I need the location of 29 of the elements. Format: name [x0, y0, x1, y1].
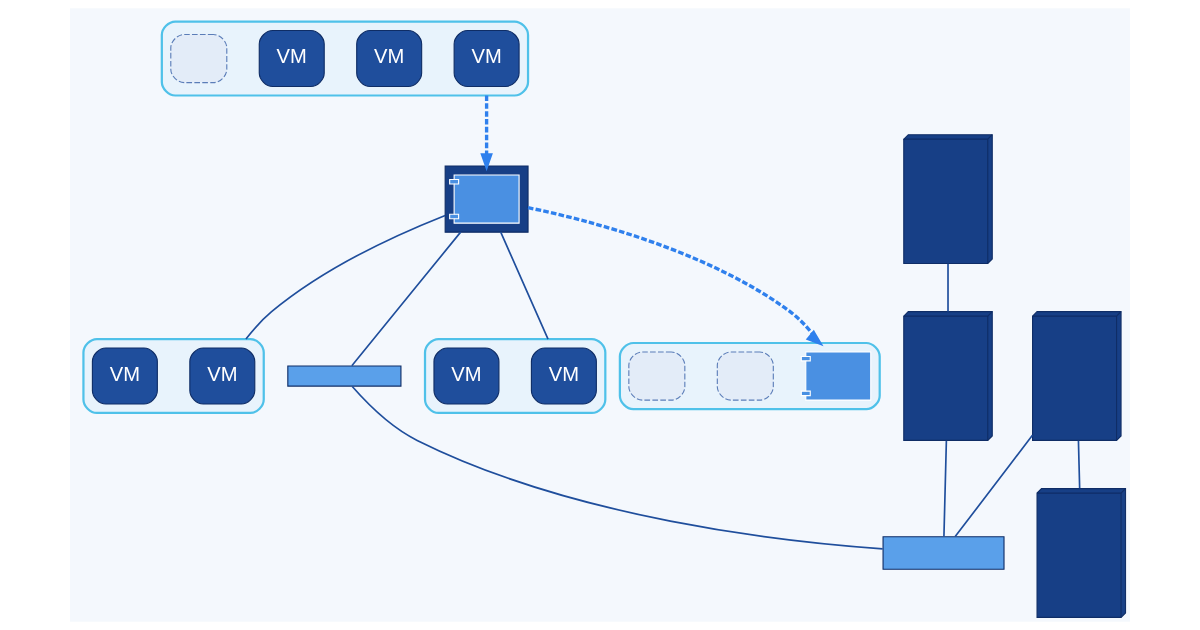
node-box: VM — [530, 347, 597, 405]
node-bar — [287, 365, 402, 387]
connector — [954, 434, 1034, 538]
node-box: VM — [433, 347, 500, 405]
node-box: VM — [189, 347, 256, 405]
cluster — [618, 341, 881, 411]
connector — [351, 231, 462, 367]
arrow — [480, 95, 493, 172]
node-box: VM — [453, 30, 520, 88]
arrow — [527, 206, 824, 347]
cluster — [423, 337, 607, 415]
node-picture — [800, 351, 872, 401]
node-picture — [449, 174, 520, 224]
cluster — [160, 20, 530, 97]
node-box — [716, 351, 774, 401]
connector — [351, 385, 884, 550]
connector — [1077, 439, 1081, 490]
connector — [943, 439, 948, 538]
node-box — [170, 33, 228, 84]
cluster — [444, 165, 529, 233]
node-box: VM — [91, 347, 158, 405]
node-box: VM — [258, 30, 325, 88]
node-box: VM — [356, 30, 423, 88]
node-box — [628, 351, 686, 401]
connector — [245, 214, 446, 340]
cluster — [82, 337, 265, 415]
node-switch — [882, 536, 1005, 570]
connector — [499, 231, 549, 340]
connector — [947, 262, 949, 313]
